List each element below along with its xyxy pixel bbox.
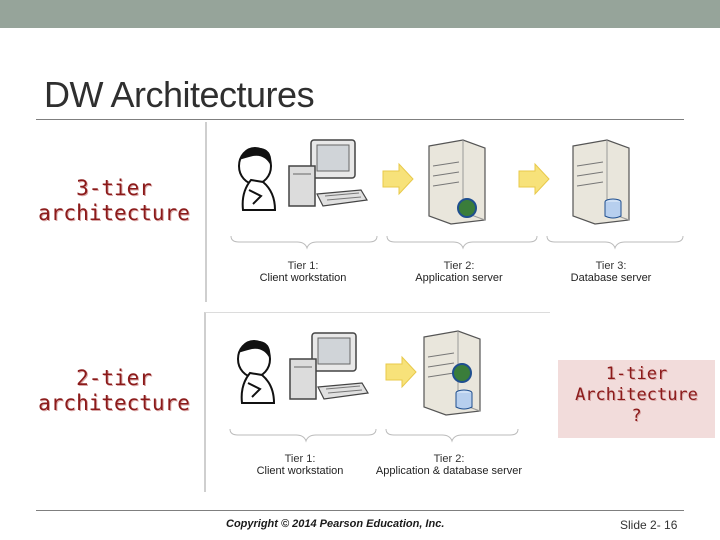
three-tier-label-line1: 3-tier (76, 176, 152, 200)
application-server-icon (428, 139, 486, 225)
user-icon (238, 147, 277, 211)
tier-number: Tier 1: (284, 453, 316, 465)
tier-number: Tier 2: (443, 260, 475, 272)
tier-brackets (230, 235, 684, 250)
tier-name: Application & database server (375, 465, 523, 477)
two-tier-label-line2: architecture (38, 391, 190, 415)
arrow-icon-1 (382, 162, 414, 196)
slide-number: Slide 2- 16 (620, 518, 678, 532)
user-icon (237, 340, 276, 404)
top-bar (0, 0, 720, 28)
two-tier-label-line1: 2-tier (76, 366, 152, 390)
two-tier-caption-1: Tier 1: Client workstation (242, 453, 358, 477)
arrow-icon (385, 355, 417, 389)
three-tier-diagram: Tier 1: Client workstation Tier 2: Appli… (205, 122, 685, 302)
three-tier-caption-1: Tier 1: Client workstation (243, 260, 363, 284)
three-tier-caption-3: Tier 3: Database server (551, 260, 671, 284)
callout-line3: ? (631, 406, 642, 426)
workstation-icon (288, 139, 368, 207)
copyright-notice: Copyright © 2014 Pearson Education, Inc. (226, 518, 445, 530)
slide-title: DW Architectures (44, 74, 315, 115)
two-tier-label: 2-tier architecture (36, 366, 192, 416)
footer-divider (36, 510, 684, 511)
arrow-icon-2 (518, 162, 550, 196)
tier-number: Tier 2: (433, 453, 465, 465)
tier-number: Tier 1: (287, 260, 319, 272)
tier-number: Tier 3: (595, 260, 627, 272)
callout-line1: 1-tier (605, 364, 668, 384)
database-server-icon (572, 139, 630, 225)
one-tier-callout: 1-tier Architecture ? (558, 360, 715, 438)
tier-name: Client workstation (256, 465, 344, 477)
three-tier-label-line2: architecture (38, 201, 190, 225)
title-divider (36, 119, 684, 120)
two-tier-caption-2: Tier 2: Application & database server (364, 453, 534, 477)
callout-line2: Architecture (575, 385, 698, 405)
two-tier-diagram: Tier 1: Client workstation Tier 2: Appli… (204, 312, 550, 492)
application-database-server-icon (423, 330, 481, 416)
tier-name: Client workstation (259, 272, 347, 284)
tier-name: Database server (570, 272, 652, 284)
workstation-icon (289, 332, 369, 400)
three-tier-caption-2: Tier 2: Application server (399, 260, 519, 284)
tier-brackets (229, 428, 519, 443)
tier-name: Application server (415, 272, 503, 284)
three-tier-label: 3-tier architecture (36, 176, 192, 226)
